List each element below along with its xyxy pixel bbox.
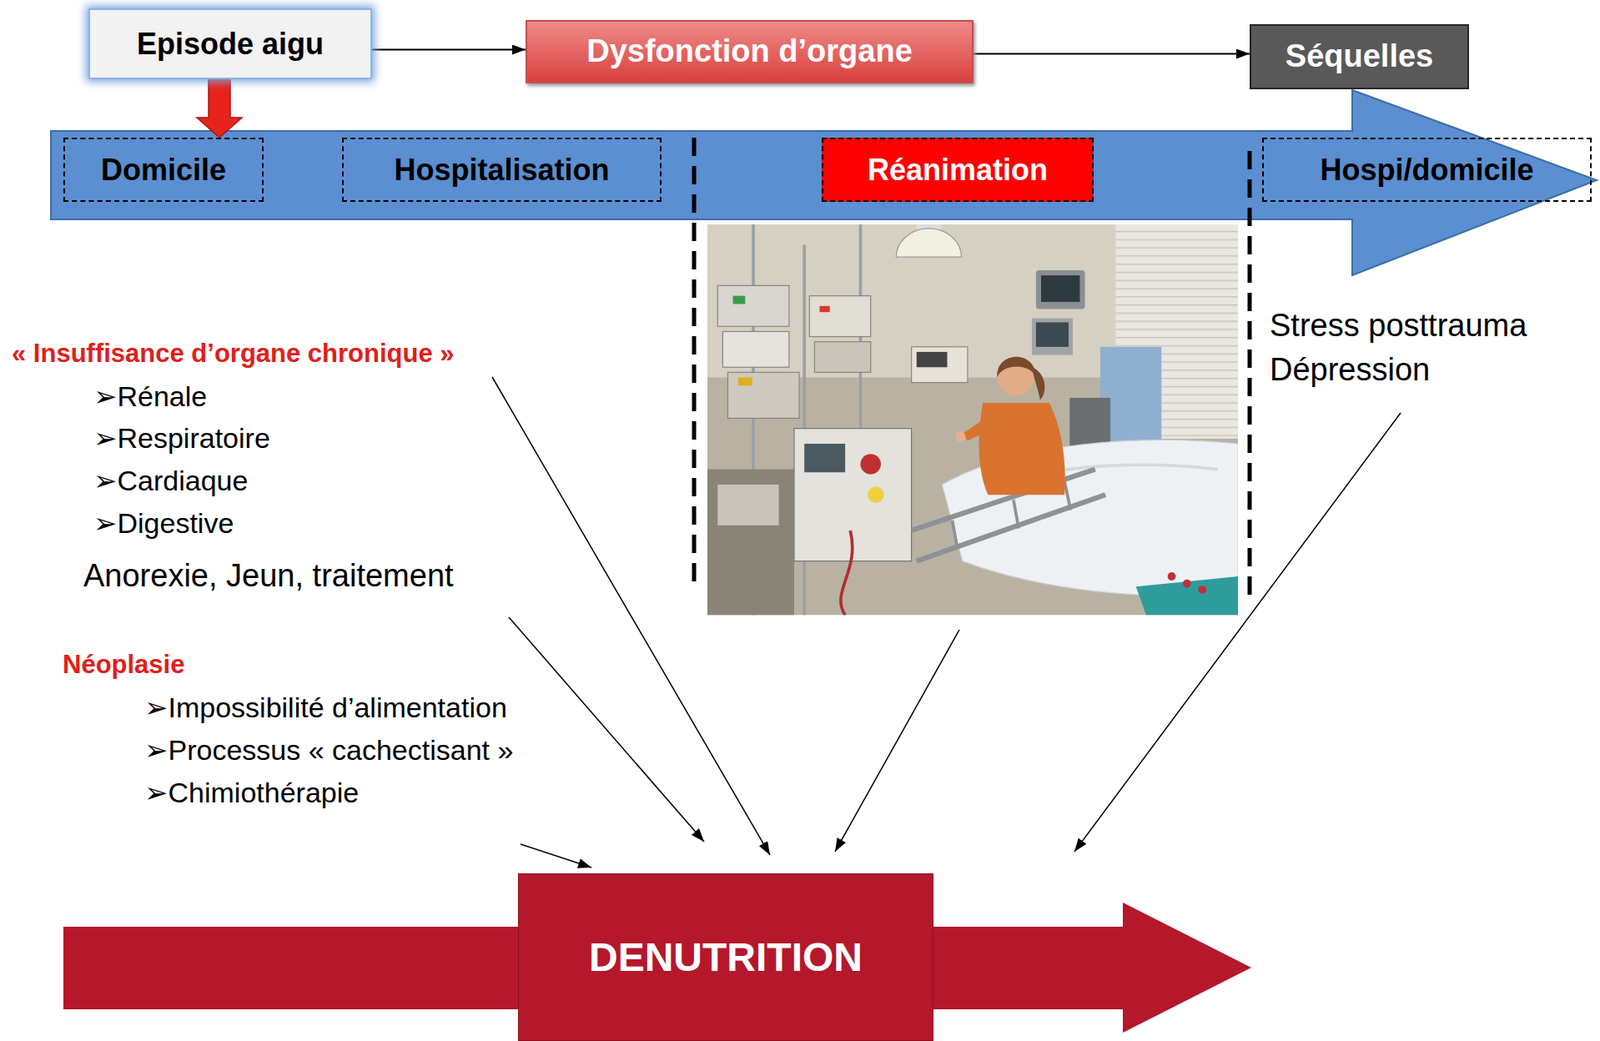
photo-light xyxy=(738,377,753,386)
stage-box: Domicile xyxy=(63,137,264,202)
list-item: ➢Cardiaque xyxy=(91,463,250,499)
outcome-box: Séquelles xyxy=(1249,24,1470,90)
photo-machine xyxy=(860,453,881,474)
node-text: DENUTRITION xyxy=(588,934,863,981)
phase-divider xyxy=(1247,150,1253,603)
photo-machine xyxy=(804,443,846,473)
note-text: Dépression xyxy=(1267,351,1432,390)
leader-arrow xyxy=(492,377,770,856)
node-text: Domicile xyxy=(100,152,227,187)
photo-light xyxy=(820,306,831,312)
photo-bed-rail xyxy=(916,494,1106,562)
photo-nurse xyxy=(962,412,999,441)
photo-monitor xyxy=(1041,275,1080,302)
group-heading: « Insuffisance d’organe chronique » xyxy=(10,337,457,369)
photo-light xyxy=(733,296,746,305)
process-box: Dysfonction d’organe xyxy=(525,20,974,84)
leader-arrow xyxy=(1074,412,1401,852)
photo-lamp xyxy=(895,228,962,257)
photo-cabinet xyxy=(717,484,779,526)
leader-arrow xyxy=(520,844,592,868)
block-arrow xyxy=(196,79,242,138)
flow-arrow xyxy=(372,49,526,51)
leader-arrow xyxy=(508,617,705,842)
photo-nurse xyxy=(1031,367,1046,400)
stage-box: Hospi/domicile xyxy=(1262,137,1592,202)
stage-box: Réanimation xyxy=(821,137,1094,202)
list-item: ➢Respiratoire xyxy=(91,421,272,456)
photo-device xyxy=(916,352,948,368)
leader-arrow xyxy=(835,629,960,852)
photo-monitor xyxy=(1036,270,1086,309)
photo-pump xyxy=(717,285,790,327)
node-text: Hospi/domicile xyxy=(1319,152,1534,187)
photo-pump xyxy=(727,372,800,418)
phase-divider xyxy=(692,137,697,587)
photo-clip xyxy=(1167,572,1177,581)
photo-monitor xyxy=(1036,322,1069,347)
photo-monitor xyxy=(1031,318,1073,356)
photo-clip xyxy=(1182,579,1192,589)
note-text: Stress posttrauma xyxy=(1267,306,1529,346)
photo-pump xyxy=(809,296,871,338)
stage-box: Hospitalisation xyxy=(342,137,662,202)
list-item: ➢Rénale xyxy=(91,379,209,414)
list-item: ➢Impossibilité d’alimentation xyxy=(142,690,509,725)
note-text: Anorexie, Jeun, traitement xyxy=(81,557,456,596)
photo-pump xyxy=(814,342,871,373)
photo-device xyxy=(911,347,968,383)
group-heading: Néoplasie xyxy=(60,649,187,680)
list-item: ➢Digestive xyxy=(91,506,236,541)
node-text: Hospitalisation xyxy=(393,152,609,187)
node-text: Séquelles xyxy=(1285,38,1434,76)
photo-wall xyxy=(707,224,1238,615)
photo-tube xyxy=(840,530,853,616)
photo-cabinet xyxy=(707,469,795,616)
photo-pump xyxy=(722,331,790,368)
list-item: ➢Chimiothérapie xyxy=(142,775,361,811)
node-text: Réanimation xyxy=(867,152,1048,187)
list-item: ➢Processus « cachectisant » xyxy=(142,733,515,768)
photo-clip xyxy=(1197,585,1207,594)
node-text: Dysfonction d’organe xyxy=(586,33,913,71)
flow-arrow xyxy=(973,53,1250,56)
photo-blanket xyxy=(1136,576,1238,615)
outcome-box: DENUTRITION xyxy=(518,873,934,1041)
photo-machine xyxy=(867,486,885,504)
photo-nurse xyxy=(996,357,1037,378)
node-text: Episode aigu xyxy=(136,26,324,61)
icu-photo xyxy=(707,224,1238,615)
event-box: Episode aigu xyxy=(88,8,373,80)
photo-nurse xyxy=(955,431,966,442)
